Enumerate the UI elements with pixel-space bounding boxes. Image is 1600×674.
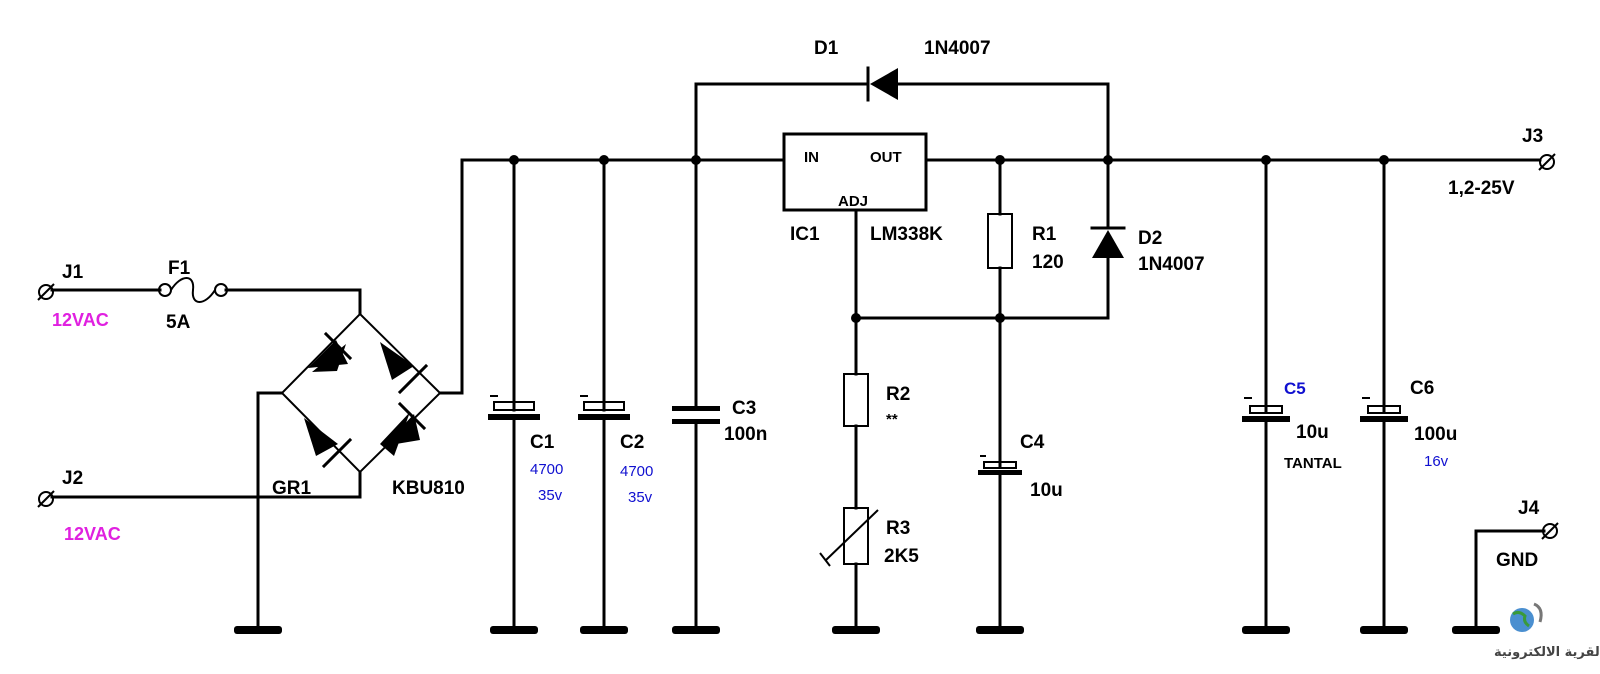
label-j1: J1 <box>62 262 84 283</box>
capacitor-c2 <box>578 395 630 420</box>
terminal-j1 <box>37 283 55 301</box>
label-f1-value: 5A <box>166 312 191 333</box>
label-gr1: GR1 <box>272 478 312 499</box>
label-gnd: GND <box>1496 550 1538 571</box>
capacitor-c1 <box>488 395 540 420</box>
label-pin-in: IN <box>804 149 819 166</box>
label-r2-value: ** <box>886 411 898 428</box>
wires <box>50 82 1546 628</box>
terminal-j2 <box>37 490 55 508</box>
label-j1-input: 12VAC <box>52 310 109 330</box>
label-r3: R3 <box>886 518 910 539</box>
resistor-r1 <box>987 213 1013 269</box>
label-r1-value: 120 <box>1032 252 1064 273</box>
label-c2-capacitance: 4700 <box>620 463 653 480</box>
label-pin-adj: ADJ <box>838 193 868 210</box>
globe-icon <box>1510 608 1534 632</box>
label-ic1-part: LM338K <box>870 224 943 245</box>
label-j4: J4 <box>1518 498 1540 519</box>
label-f1: F1 <box>168 258 191 279</box>
label-c3-value: 100n <box>724 424 767 445</box>
fuse-f1 <box>158 277 228 303</box>
label-c4-value: 10u <box>1030 480 1063 501</box>
label-d2: D2 <box>1138 228 1162 249</box>
capacitor-c4 <box>978 455 1022 475</box>
label-c5-type: TANTAL <box>1284 455 1342 472</box>
label-c4: C4 <box>1020 432 1045 453</box>
label-c6-voltage: 16v <box>1424 453 1449 470</box>
terminal-j3 <box>1538 153 1556 171</box>
label-r1: R1 <box>1032 224 1057 245</box>
watermark-logo: القرية الالكترونية <box>1494 602 1600 660</box>
ground-symbols <box>234 626 1500 634</box>
labels: J1 12VAC F1 5A J2 12VAC GR1 KBU810 C1 47… <box>52 38 1543 571</box>
label-c5: C5 <box>1284 379 1306 398</box>
label-j2-input: 12VAC <box>64 524 121 544</box>
label-d2-part: 1N4007 <box>1138 254 1205 275</box>
capacitor-c3 <box>672 406 720 424</box>
bridge-rectifier-gr1 <box>280 312 442 474</box>
regulator-ic1 <box>782 132 928 212</box>
label-c1-voltage: 35v <box>538 487 563 504</box>
resistor-r2 <box>843 373 869 427</box>
diode-d2 <box>1090 226 1126 258</box>
label-c1: C1 <box>530 432 555 453</box>
watermark-text: القرية الالكترونية <box>1494 645 1600 660</box>
label-output-voltage: 1,2-25V <box>1448 178 1515 199</box>
terminal-j4 <box>1541 522 1559 540</box>
label-c6: C6 <box>1410 378 1434 399</box>
label-d1-part: 1N4007 <box>924 38 991 59</box>
label-c3: C3 <box>732 398 756 419</box>
label-r2: R2 <box>886 384 910 405</box>
label-c2-voltage: 35v <box>628 489 653 506</box>
diode-d1 <box>866 66 898 102</box>
capacitor-c5 <box>1242 397 1290 422</box>
label-ic1: IC1 <box>790 224 820 245</box>
label-r3-value: 2K5 <box>884 546 919 567</box>
label-gr1-part: KBU810 <box>392 478 465 499</box>
label-j2: J2 <box>62 468 83 489</box>
label-c6-value: 100u <box>1414 424 1457 445</box>
label-d1: D1 <box>814 38 839 59</box>
label-pin-out: OUT <box>870 149 902 166</box>
potentiometer-r3 <box>819 507 879 567</box>
capacitor-c6 <box>1360 397 1408 422</box>
label-c5-value: 10u <box>1296 422 1329 443</box>
label-j3: J3 <box>1522 126 1543 147</box>
label-c1-capacitance: 4700 <box>530 461 563 478</box>
label-c2: C2 <box>620 432 644 453</box>
junction-dots <box>509 155 1389 323</box>
